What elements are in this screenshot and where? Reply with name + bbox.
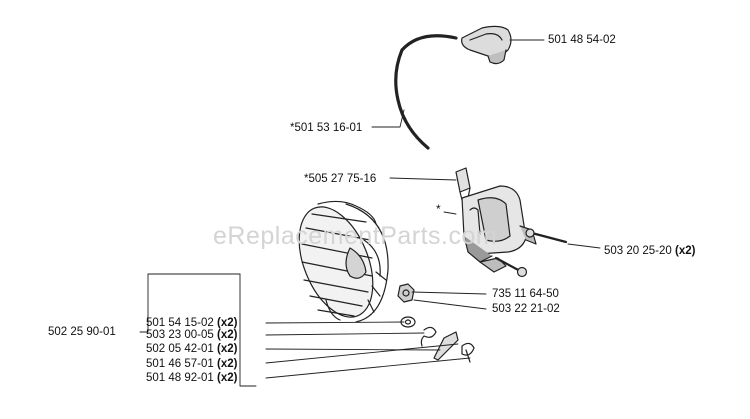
pawl-spring	[461, 342, 475, 363]
part-label[interactable]: 503 22 21-02	[492, 302, 560, 316]
part-label[interactable]: 503 20 25-20 (x2)	[604, 244, 695, 258]
spark-plug-cap	[461, 25, 512, 65]
part-quantity: (x2)	[217, 372, 238, 384]
part-label[interactable]: 501 46 57-01 (x2)	[146, 357, 237, 371]
part-number: 735 11 64-50	[492, 288, 559, 300]
part-label[interactable]: 502 25 90-01	[48, 325, 116, 339]
part-label[interactable]: 501 48 54-02	[548, 33, 616, 47]
module-screw-lower	[494, 256, 528, 278]
part-label[interactable]: 503 23 00-05 (x2)	[146, 328, 237, 342]
part-number: 503 22 21-02	[492, 303, 560, 315]
part-label[interactable]: *505 27 75-16	[304, 172, 376, 186]
part-quantity: (x2)	[217, 358, 238, 370]
part-number: 501 48 92-01	[146, 372, 214, 384]
part-label[interactable]: 502 05 42-01 (x2)	[146, 342, 237, 356]
watermark: eReplacementParts.com	[213, 222, 498, 250]
flywheel-nut	[397, 283, 415, 303]
part-quantity: (x2)	[217, 343, 238, 355]
part-number: 501 54 15-02	[146, 317, 214, 329]
part-label[interactable]: 735 11 64-50	[492, 287, 559, 301]
starter-spring	[420, 326, 437, 347]
part-number: 501 48 54-02	[548, 34, 616, 46]
lead-terminal	[455, 167, 471, 201]
starter-pawl	[433, 331, 459, 361]
module-screw-upper	[525, 228, 568, 244]
ignition-lead	[394, 34, 458, 150]
annotation-star: *	[436, 202, 441, 216]
ignition-module	[461, 185, 537, 273]
part-label[interactable]: 501 48 92-01 (x2)	[146, 371, 237, 385]
part-quantity: (x2)	[217, 329, 238, 341]
part-number: 502 25 90-01	[48, 326, 116, 338]
part-number: *501 53 16-01	[290, 122, 363, 134]
leader-lines	[139, 39, 601, 387]
part-number: *505 27 75-16	[304, 173, 377, 185]
part-number: 503 20 25-20	[604, 245, 672, 257]
part-number: 501 46 57-01	[146, 358, 214, 370]
flywheel	[298, 200, 389, 323]
part-number: 503 23 00-05	[146, 329, 214, 341]
part-quantity: (x2)	[217, 317, 238, 329]
part-quantity: (x2)	[675, 245, 696, 257]
part-number: 502 05 42-01	[146, 343, 214, 355]
part-label[interactable]: *501 53 16-01	[290, 121, 362, 135]
part-label[interactable]: 501 54 15-02 (x2)	[146, 316, 237, 330]
